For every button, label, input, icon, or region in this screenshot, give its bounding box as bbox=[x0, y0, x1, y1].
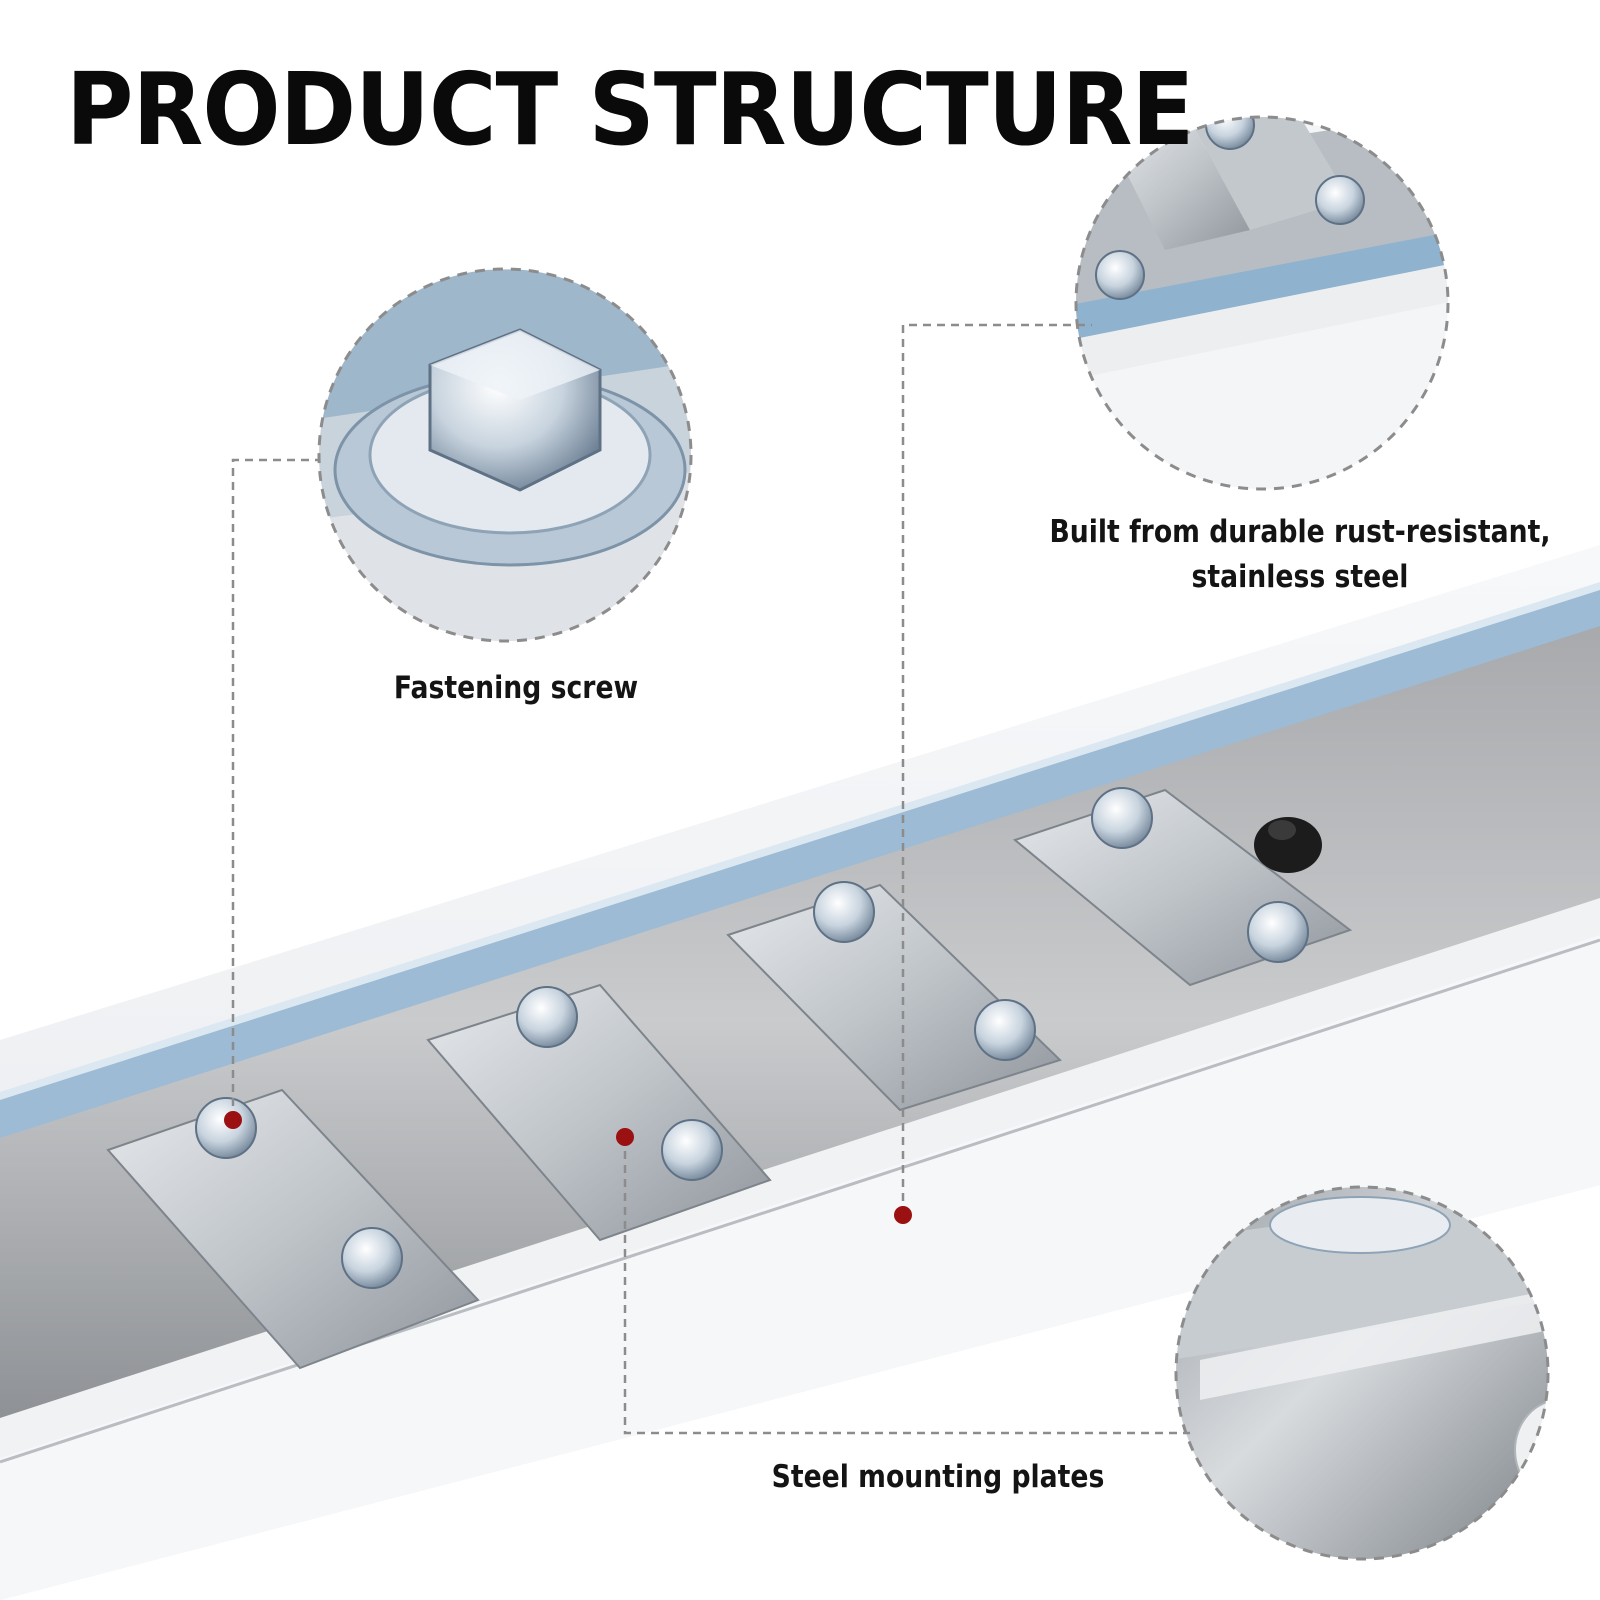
stair-rail-main bbox=[0, 545, 1600, 1600]
bolt-icon bbox=[813, 881, 875, 943]
callout-line: stainless steel bbox=[1191, 558, 1409, 595]
mounting-plate-2 bbox=[426, 983, 772, 1242]
bolt-icon bbox=[195, 1097, 257, 1159]
bolt-icon bbox=[1247, 901, 1309, 963]
marker-dot-plates bbox=[616, 1128, 634, 1146]
mounting-plate-4 bbox=[1012, 787, 1353, 987]
leader-line-screw bbox=[231, 458, 320, 1120]
zoom-circle-fastening-screw bbox=[317, 267, 693, 643]
leader-line-steel bbox=[901, 323, 1092, 1215]
bolt-icon bbox=[1095, 250, 1145, 300]
bolt-icon bbox=[1091, 787, 1153, 849]
mounting-plate-3 bbox=[726, 881, 1062, 1112]
zoom-circle-mounting-plates bbox=[1174, 1185, 1550, 1561]
mounting-plate-1 bbox=[106, 1088, 480, 1370]
callout-label-mounting-plates: Steel mounting plates bbox=[771, 1459, 1105, 1495]
callout-label-stainless-steel: Built from durable rust-resistant, stain… bbox=[1042, 510, 1558, 600]
bolt-icon bbox=[516, 986, 578, 1048]
marker-dot-steel bbox=[894, 1206, 912, 1224]
zoom-circle-stainless-steel bbox=[1074, 115, 1450, 491]
rubber-stopper-icon bbox=[1254, 817, 1322, 873]
bolt-icon bbox=[1205, 117, 1255, 150]
leader-line-plates bbox=[623, 1137, 1190, 1435]
bolt-icon bbox=[1315, 175, 1365, 225]
bolt-icon bbox=[341, 1227, 403, 1289]
callout-label-fastening-screw: Fastening screw bbox=[393, 670, 639, 706]
marker-dot-screw bbox=[224, 1111, 242, 1129]
callout-line: Built from durable rust-resistant, bbox=[1049, 514, 1551, 550]
page-title: PRODUCT STRUCTURE bbox=[66, 51, 1194, 168]
bolt-icon bbox=[661, 1119, 723, 1181]
bolt-icon bbox=[974, 999, 1036, 1061]
